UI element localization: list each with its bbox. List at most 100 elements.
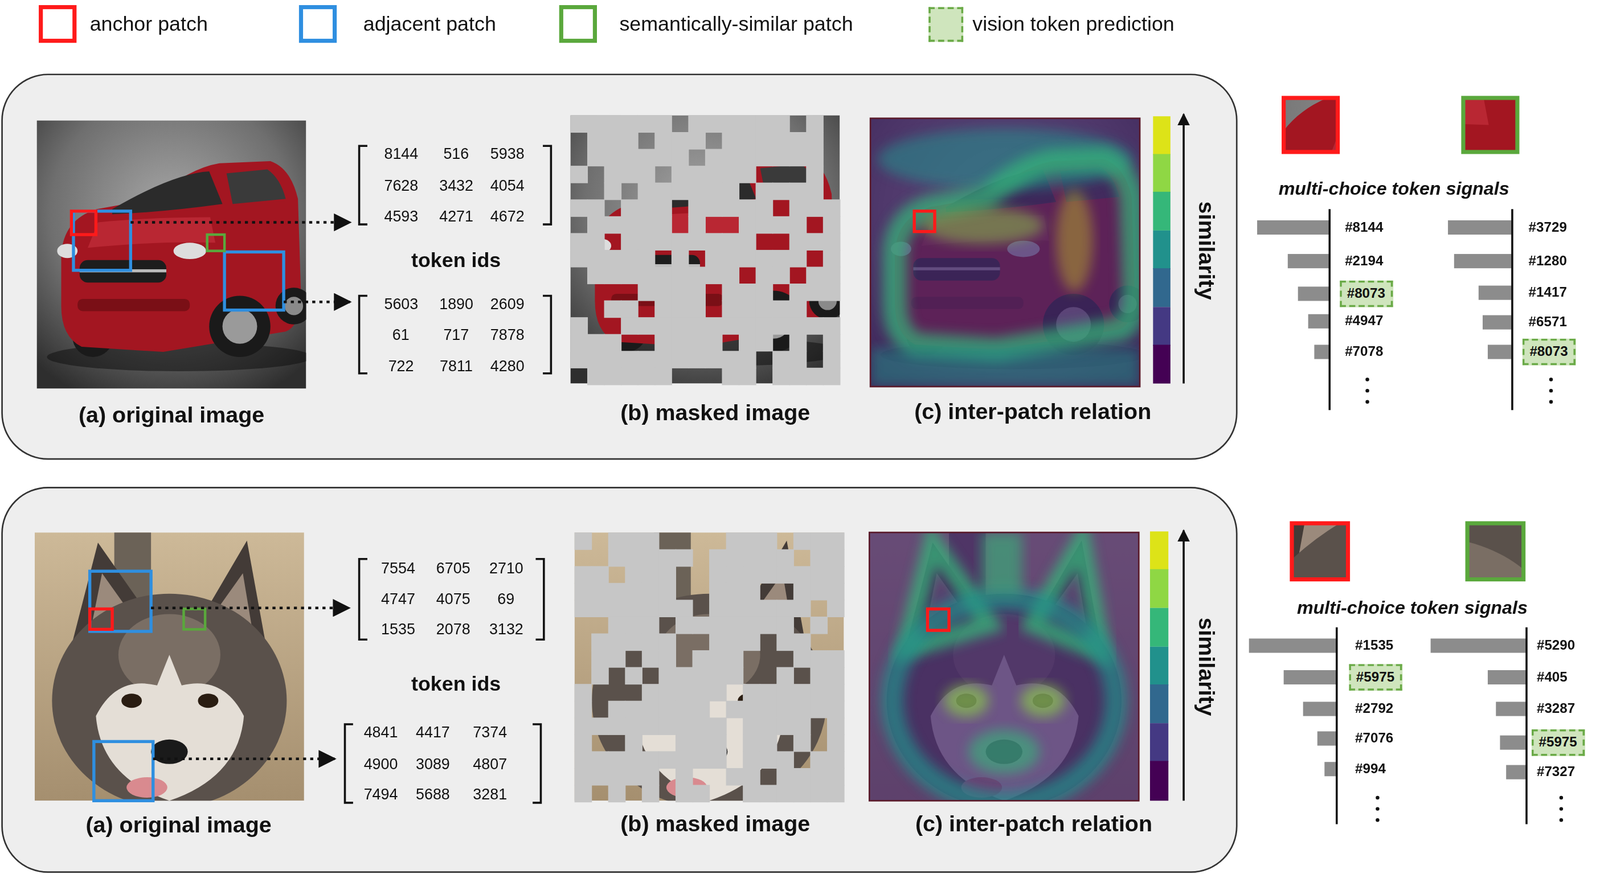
mask-cell — [688, 216, 706, 235]
mask-cell — [608, 599, 626, 618]
token-id: 717 — [443, 325, 469, 343]
mask-cell — [759, 785, 778, 804]
mask-cell — [805, 266, 824, 285]
mask-cell — [726, 583, 744, 601]
token-id: 4747 — [381, 589, 416, 608]
mask-cell — [637, 165, 656, 184]
bar-charts — [1375, 796, 1379, 800]
mask-cell — [705, 182, 723, 201]
mask-cell — [809, 768, 828, 787]
patch-thumbnails — [1077, 313, 1600, 874]
mask-cell — [742, 734, 761, 753]
mask-cell — [624, 616, 643, 635]
heatmaps — [1020, 684, 1066, 718]
mask-cell — [608, 751, 626, 769]
mask-cell — [705, 266, 723, 285]
mask-cell — [654, 132, 673, 150]
mask-cell — [675, 768, 694, 787]
mask-cell — [692, 717, 711, 736]
mask-cell — [705, 350, 723, 369]
mask-cell — [805, 232, 824, 251]
colorbars — [1150, 647, 1169, 686]
mask-cell — [604, 367, 623, 386]
mask-cell — [742, 583, 761, 601]
token-id: 4075 — [436, 589, 471, 608]
mask-cell — [726, 650, 744, 669]
token-label: #3729 — [1528, 219, 1567, 236]
mask-cell — [759, 734, 778, 753]
mask-cell — [620, 149, 639, 167]
mask-cell — [805, 367, 824, 386]
mask-cell — [637, 250, 656, 268]
bar-charts — [1287, 254, 1330, 269]
matrix-brackets — [345, 724, 354, 804]
mask-cell — [688, 165, 706, 184]
mask-cell — [587, 216, 605, 235]
mask-cell — [692, 785, 711, 804]
mask-cell — [759, 599, 778, 618]
mask-cell — [654, 115, 673, 133]
mask-cell — [608, 633, 626, 652]
mask-cell — [620, 199, 639, 218]
mask-cell — [827, 768, 845, 787]
mask-cell — [675, 599, 694, 618]
mask-cell — [641, 633, 660, 652]
bar-charts — [1559, 807, 1563, 811]
patch-thumbnails — [931, 0, 1600, 874]
mask-cell — [570, 115, 588, 133]
patch-thumbnails — [1206, 0, 1600, 507]
mask-cell — [658, 701, 677, 719]
token-id: 1535 — [381, 619, 416, 638]
mask-cell — [809, 751, 828, 769]
mask-cell — [675, 751, 694, 769]
mask-cell — [620, 115, 639, 133]
mask-cell — [721, 165, 740, 184]
mask-cell — [604, 132, 623, 150]
mask-cell — [827, 734, 845, 753]
mask-cell — [776, 717, 795, 736]
mask-cell — [805, 132, 824, 150]
token-id: 3281 — [472, 785, 507, 804]
mask-cell — [738, 317, 757, 335]
bar-charts — [1249, 220, 1527, 780]
mask-cell — [641, 616, 660, 635]
mask-cell — [742, 599, 761, 618]
mask-cell — [789, 182, 808, 201]
patch-thumbnails — [1463, 97, 1518, 153]
mask-cell — [721, 149, 740, 167]
mask-cell — [570, 317, 588, 335]
original-images — [36, 120, 313, 389]
mask-cell — [570, 250, 588, 268]
mask-cell — [789, 250, 808, 268]
mask-cell — [789, 317, 808, 335]
mask-cell — [587, 266, 605, 285]
heatmaps — [891, 599, 1117, 802]
masked-images — [570, 115, 846, 384]
mask-cell — [823, 334, 841, 353]
token-id: 7811 — [439, 356, 473, 375]
mask-cell — [624, 599, 643, 618]
panel-caption: (c) inter-patch relation — [914, 398, 1152, 425]
mask-cell — [688, 182, 706, 201]
mask-cell — [604, 165, 623, 184]
mask-cell — [793, 650, 812, 669]
mask-cell — [738, 283, 757, 302]
patch-thumbnails — [931, 0, 1600, 609]
heatmaps — [869, 532, 1139, 809]
mask-cell — [574, 768, 593, 787]
mask-cell — [827, 532, 845, 551]
mask-cell — [742, 566, 761, 584]
mask-cell — [827, 583, 845, 601]
mask-cell — [658, 650, 677, 669]
mask-cell — [789, 283, 808, 302]
mask-cell — [671, 132, 690, 150]
mask-cell — [671, 350, 690, 369]
mask-cell — [827, 785, 845, 804]
mask-cell — [688, 283, 706, 302]
mask-cell — [827, 751, 845, 769]
mask-cell — [587, 350, 605, 369]
mask-cell — [688, 232, 706, 251]
mask-cell — [654, 367, 673, 386]
patch-boxes — [183, 608, 206, 630]
mask-cell — [809, 532, 828, 551]
